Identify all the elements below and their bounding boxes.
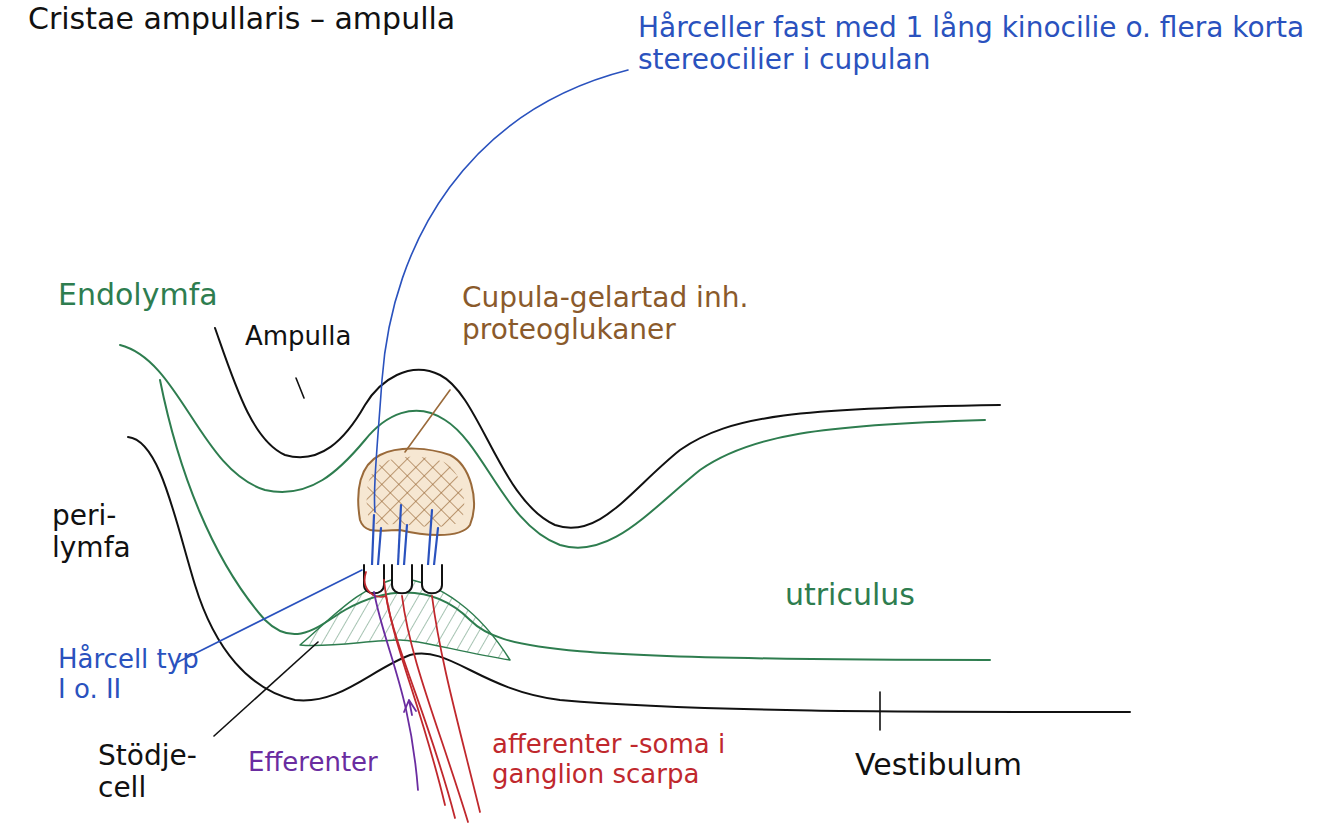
nerve-label: afferenter -soma i ganglion scarpa [492,730,782,790]
cell-label: Stödje- cell [98,740,208,804]
tick-mark [879,692,881,730]
fluid-label: peri- lymfa [52,500,152,564]
efferent-arrow [404,700,416,715]
diagram-title: Cristae ampullaris – ampulla [28,2,455,37]
leader-line [296,378,304,398]
part-label: Cupula-gelartad inh. proteoglukaner [462,282,807,346]
endolymph-boundary [120,345,985,548]
fluid-label: Endolymfa [58,278,218,313]
part-label: utriculus [785,578,915,613]
leader-line [214,642,318,736]
leader-line [405,390,450,452]
ampulla-wall [215,328,1000,528]
cell-label: Hårcell typ I o. II [58,645,208,705]
cupula-hatch [367,457,465,527]
endolymph-boundary [160,380,990,660]
hair-cell [364,565,442,593]
efferent-fiber [374,592,418,790]
part-label: Vestibulum [855,748,1022,783]
leader-line [178,570,362,662]
afferent-fiber [365,572,480,822]
cilia [372,505,438,565]
callout-note: Hårceller fast med 1 lång kinocilie o. f… [638,12,1328,76]
part-label: Ampulla [245,322,351,352]
ampulla-wall [128,437,1130,712]
nerve-label: Efferenter [248,748,378,778]
